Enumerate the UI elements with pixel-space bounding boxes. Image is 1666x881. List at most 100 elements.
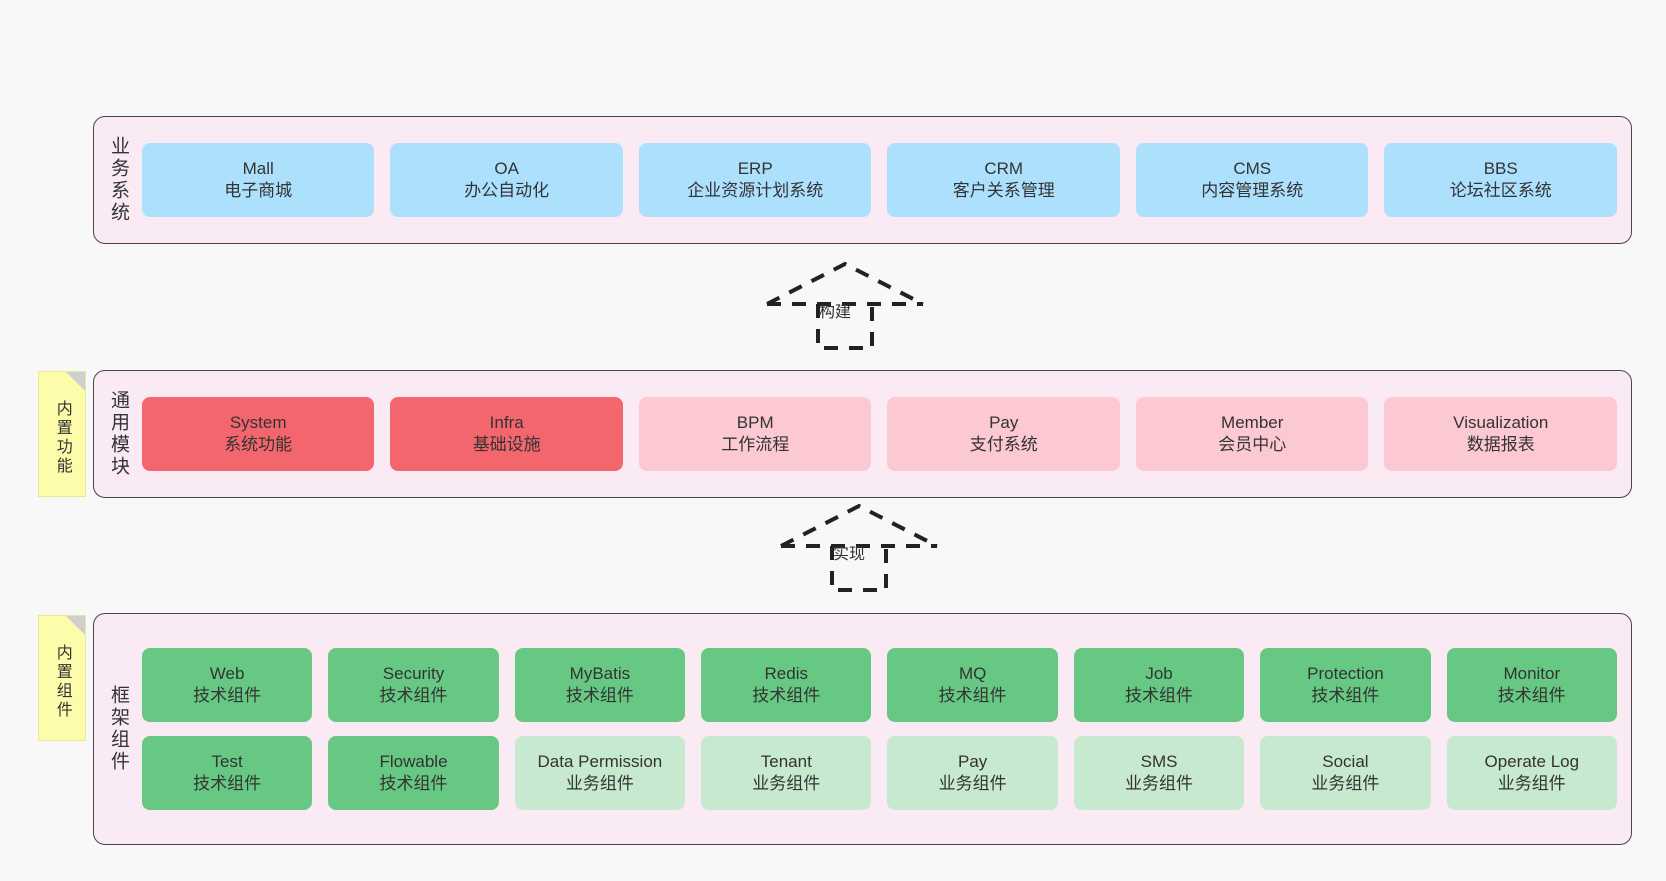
node-title: BBS (1483, 159, 1518, 179)
node-title: OA (494, 159, 519, 179)
node-subtitle: 业务组件 (1125, 774, 1194, 793)
node-system[interactable]: System 系统功能 (141, 397, 375, 471)
node-subtitle: 技术组件 (1311, 686, 1380, 705)
node-subtitle: 业务组件 (1311, 774, 1380, 793)
arrow-label-implement: 实现 (833, 546, 866, 563)
node-mq[interactable]: MQ 技术组件 (887, 648, 1058, 722)
node-mybatis[interactable]: MyBatis 技术组件 (514, 648, 686, 722)
node-operate-log[interactable]: Operate Log 业务组件 (1446, 736, 1617, 810)
node-title: CRM (984, 159, 1024, 179)
node-social[interactable]: Social 业务组件 (1260, 736, 1431, 810)
node-title: Flowable (379, 752, 448, 772)
sticky-fold-icon (66, 616, 85, 635)
node-subtitle: 系统功能 (224, 435, 293, 454)
node-title: System (229, 413, 287, 433)
sticky-note-builtin-features: 内置功能 (38, 371, 86, 497)
node-title: Test (211, 752, 243, 772)
node-sms[interactable]: SMS 业务组件 (1073, 736, 1245, 810)
node-security[interactable]: Security 技术组件 (328, 648, 499, 722)
layer-caption-business-systems: 业务系统 (107, 136, 129, 224)
node-subtitle: 业务组件 (938, 774, 1007, 793)
node-member[interactable]: Member 会员中心 (1135, 397, 1369, 471)
node-subtitle: 数据报表 (1466, 435, 1535, 454)
arrow-head-triangle (780, 503, 938, 548)
node-pay-module[interactable]: Pay 支付系统 (887, 397, 1120, 471)
node-visualization[interactable]: Visualization 数据报表 (1384, 397, 1617, 471)
node-title: Redis (764, 664, 808, 684)
sticky-note-label: 内置功能 (53, 400, 71, 476)
node-subtitle: 技术组件 (193, 774, 262, 793)
node-title: Web (209, 664, 245, 684)
layer-business-systems: 业务系统 Mall 电子商城 OA 办公自动化 ERP 企业资源计划系统 CRM… (93, 116, 1632, 244)
layer-caption-framework-components: 框架组件 (107, 685, 129, 773)
node-web[interactable]: Web 技术组件 (141, 648, 313, 722)
node-data-permission[interactable]: Data Permission 业务组件 (514, 736, 686, 810)
node-title: Data Permission (537, 752, 663, 772)
node-title: Infra (489, 413, 524, 433)
node-mall[interactable]: Mall 电子商城 (141, 143, 375, 217)
node-protection[interactable]: Protection 技术组件 (1260, 648, 1431, 722)
sticky-fold-icon (66, 372, 85, 391)
node-bpm[interactable]: BPM 工作流程 (638, 397, 872, 471)
node-monitor[interactable]: Monitor 技术组件 (1446, 648, 1617, 722)
sticky-note-label: 内置组件 (53, 644, 71, 720)
node-subtitle: 技术组件 (752, 686, 821, 705)
node-subtitle: 技术组件 (379, 774, 448, 793)
node-subtitle: 支付系统 (969, 435, 1038, 454)
node-subtitle: 客户关系管理 (952, 181, 1055, 200)
node-infra[interactable]: Infra 基础设施 (390, 397, 623, 471)
node-subtitle: 技术组件 (379, 686, 448, 705)
node-title: Pay (958, 752, 988, 772)
layer-caption-common-modules: 通用模块 (107, 390, 129, 478)
node-subtitle: 电子商城 (224, 181, 293, 200)
node-test[interactable]: Test 技术组件 (141, 736, 313, 810)
common-modules-grid: System 系统功能 Infra 基础设施 BPM 工作流程 Pay 支付系统… (136, 397, 1631, 471)
node-job[interactable]: Job 技术组件 (1073, 648, 1245, 722)
node-tenant[interactable]: Tenant 业务组件 (701, 736, 872, 810)
node-subtitle: 办公自动化 (464, 181, 550, 200)
node-subtitle: 论坛社区系统 (1449, 181, 1552, 200)
node-title: MyBatis (569, 664, 631, 684)
node-oa[interactable]: OA 办公自动化 (390, 143, 623, 217)
node-redis[interactable]: Redis 技术组件 (701, 648, 872, 722)
node-cms[interactable]: CMS 内容管理系统 (1135, 143, 1369, 217)
node-subtitle: 会员中心 (1218, 435, 1287, 454)
layer-common-modules: 通用模块 System 系统功能 Infra 基础设施 BPM 工作流程 Pay… (93, 370, 1632, 498)
node-bbs[interactable]: BBS 论坛社区系统 (1384, 143, 1617, 217)
node-title: SMS (1140, 752, 1178, 772)
node-title: Operate Log (1484, 752, 1580, 772)
node-title: Protection (1307, 664, 1384, 684)
node-subtitle: 技术组件 (1125, 686, 1194, 705)
node-erp[interactable]: ERP 企业资源计划系统 (638, 143, 872, 217)
node-crm[interactable]: CRM 客户关系管理 (887, 143, 1120, 217)
node-title: BPM (736, 413, 774, 433)
node-subtitle: 工作流程 (721, 435, 790, 454)
node-subtitle: 业务组件 (1497, 774, 1566, 793)
node-title: Job (1145, 664, 1173, 684)
node-subtitle: 技术组件 (565, 686, 634, 705)
business-systems-grid: Mall 电子商城 OA 办公自动化 ERP 企业资源计划系统 CRM 客户关系… (136, 143, 1631, 217)
node-subtitle: 业务组件 (752, 774, 821, 793)
node-title: Security (382, 664, 445, 684)
arrow-head-triangle (766, 261, 924, 306)
node-title: Visualization (1453, 413, 1549, 433)
node-subtitle: 技术组件 (938, 686, 1007, 705)
node-title: Mall (242, 159, 274, 179)
node-pay-component[interactable]: Pay 业务组件 (887, 736, 1058, 810)
arrow-build: 构建 (757, 258, 933, 350)
sticky-note-builtin-components: 内置组件 (38, 615, 86, 741)
node-subtitle: 技术组件 (193, 686, 262, 705)
node-flowable[interactable]: Flowable 技术组件 (328, 736, 499, 810)
layer-framework-components: 框架组件 Web 技术组件 Security 技术组件 MyBatis 技术组件… (93, 613, 1632, 845)
node-title: Member (1221, 413, 1284, 433)
node-title: CMS (1233, 159, 1272, 179)
node-title: Pay (989, 413, 1019, 433)
framework-components-grid: Web 技术组件 Security 技术组件 MyBatis 技术组件 Redi… (136, 648, 1631, 810)
node-subtitle: 技术组件 (1497, 686, 1566, 705)
node-title: MQ (958, 664, 987, 684)
node-subtitle: 企业资源计划系统 (687, 181, 824, 200)
node-title: Social (1322, 752, 1369, 772)
node-subtitle: 业务组件 (565, 774, 634, 793)
node-title: Tenant (760, 752, 812, 772)
